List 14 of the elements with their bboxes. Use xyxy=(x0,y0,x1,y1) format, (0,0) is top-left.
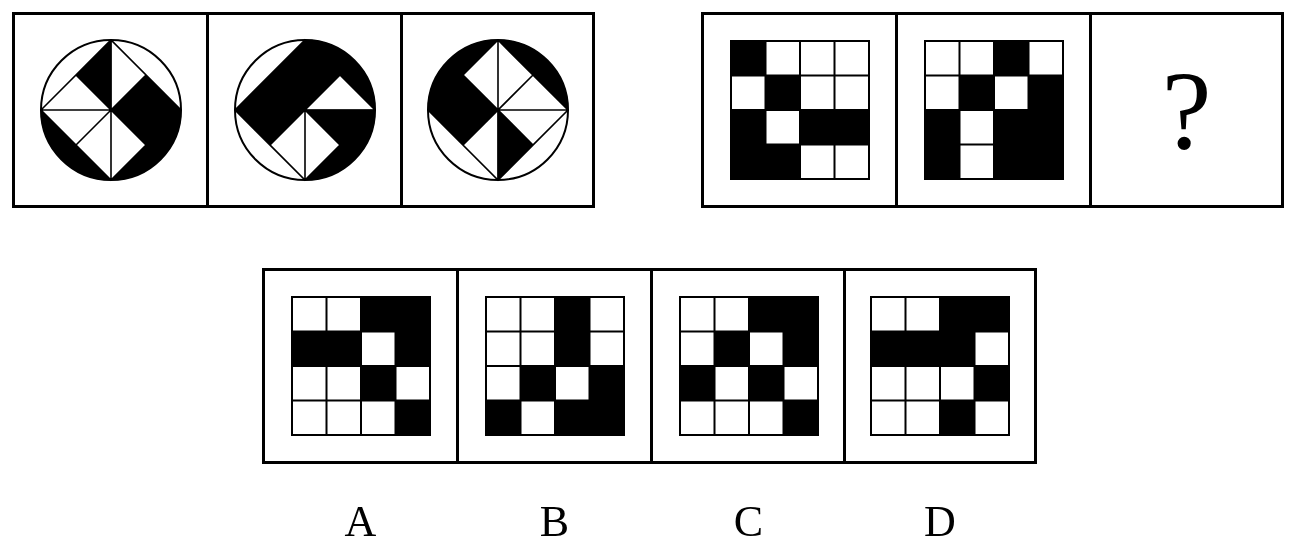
question-mark: ? xyxy=(1161,54,1212,166)
puzzle-panel xyxy=(12,12,209,208)
option-letter: B xyxy=(538,500,571,544)
puzzle-panel xyxy=(895,12,1092,208)
option-letter: C xyxy=(732,500,765,544)
puzzle-panel xyxy=(400,12,595,208)
puzzle-panel xyxy=(206,12,403,208)
option-letter: D xyxy=(923,500,957,544)
puzzle-panel xyxy=(1089,12,1284,208)
option-panel xyxy=(262,268,459,464)
option-panel xyxy=(843,268,1037,464)
option-panel xyxy=(456,268,653,464)
option-letter: A xyxy=(343,500,378,544)
puzzle-panel xyxy=(701,12,898,208)
